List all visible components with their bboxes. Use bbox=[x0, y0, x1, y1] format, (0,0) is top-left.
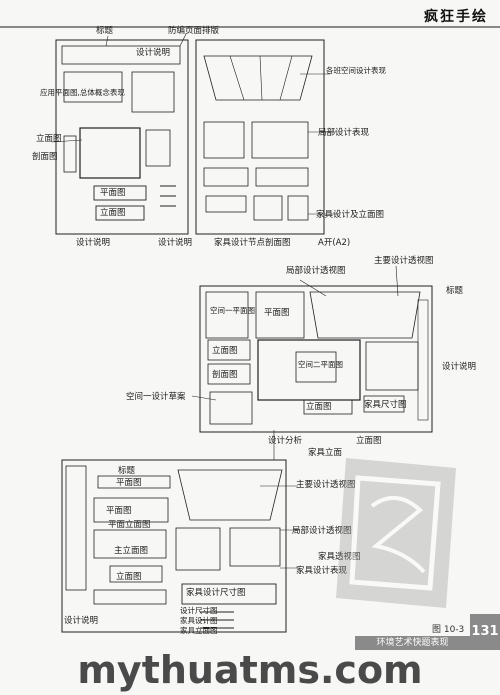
sheet2-frame bbox=[199, 285, 433, 433]
running-header-title: 疯狂手绘 bbox=[424, 9, 488, 25]
sheet3-elevation-a-label: 平面立面图 bbox=[108, 520, 151, 530]
sheet1-right-mid-label: 局部设计表现 bbox=[318, 128, 370, 138]
sheet3-bottom2-label: 家具设计图 bbox=[180, 616, 218, 625]
sheet2-room1-label: 空间一平面图 bbox=[210, 306, 255, 315]
sheet2-furniture-label: 家具尺寸图 bbox=[364, 400, 407, 410]
sheet1-bottom-left-label: 设计说明 bbox=[76, 238, 111, 248]
sheet1-elevation-inner-label: 立面图 bbox=[100, 208, 126, 218]
sheet3-bottom3-label: 家具立面图 bbox=[180, 626, 218, 635]
sheet3-right-view5-label: 家具透视图 bbox=[318, 552, 361, 562]
sheet2-main-view-label: 主要设计透视图 bbox=[374, 256, 434, 266]
sheet2-room2-label: 空间二平面图 bbox=[298, 360, 343, 369]
sheet3-plan-b-label: 平面图 bbox=[106, 506, 132, 516]
sheet2-elevation-label: 立面图 bbox=[212, 346, 238, 356]
sheet3-bottom-left-label: 设计说明 bbox=[64, 616, 99, 626]
sheet1-title-label: 标题 bbox=[96, 26, 114, 36]
sheet1-section-label: 剖面图 bbox=[32, 152, 58, 162]
sheet2-bottom-a-label: 设计分析 bbox=[268, 436, 303, 446]
sheet1-bottom-mid-label: 设计说明 bbox=[158, 238, 193, 248]
sheet1-bottom-right-label: 家具设计节点剖面图 bbox=[214, 238, 291, 248]
sheet3-elevation-b-label: 主立面图 bbox=[114, 546, 149, 556]
sheet2-overview-label: 局部设计透视图 bbox=[286, 266, 346, 276]
sheet1-right-bottom-label: 家具设计及立面图 bbox=[316, 210, 385, 220]
sheet2-design-label: 设计说明 bbox=[442, 362, 477, 372]
sheet1-rest-label: 防编页面排版 bbox=[168, 26, 220, 36]
header-rule bbox=[0, 26, 500, 28]
sheet2-bottom-c-label: 家具立面 bbox=[308, 448, 343, 458]
sheet3-right-view4-label: 家具设计尺寸图 bbox=[186, 588, 246, 598]
sheet1-elevation-label: 立面图 bbox=[36, 134, 62, 144]
sheet3-elevation-c-label: 立面图 bbox=[116, 572, 142, 582]
sheet2-elevation-lower-label: 立面图 bbox=[306, 402, 332, 412]
chapter-band: 环境艺术快题表现 bbox=[355, 636, 470, 650]
sheet1-design-label: 设计说明 bbox=[136, 48, 171, 58]
sheet1-size-label: A开(A2) bbox=[318, 238, 351, 248]
site-watermark: mythuatms.com bbox=[77, 648, 423, 692]
sheet3-right-view1-label: 主要设计透视图 bbox=[296, 480, 356, 490]
sheet3-plan-a-label: 平面图 bbox=[116, 478, 142, 488]
sheet1-right-top-label: 各班空间设计表现 bbox=[326, 66, 386, 75]
sheet3-right-view2-label: 局部设计透视图 bbox=[292, 526, 352, 536]
sheet1-plan-label: 平面图 bbox=[100, 188, 126, 198]
seal-stamp-icon bbox=[336, 458, 456, 608]
page-number: 131 bbox=[470, 614, 500, 650]
sheet2-title-label: 标题 bbox=[446, 286, 464, 296]
sheet1-left-frame bbox=[55, 39, 189, 235]
sheet2-section-label: 剖面图 bbox=[212, 370, 238, 380]
sheet2-left-note-label: 空间一设计草案 bbox=[126, 392, 186, 402]
sheet3-title-label: 标题 bbox=[118, 466, 136, 476]
sheet3-frame bbox=[61, 459, 287, 633]
figure-caption: 图 10-3 bbox=[432, 625, 465, 635]
sheet2-room1-plan-label: 平面图 bbox=[264, 308, 290, 318]
sheet1-plan-analysis-label: 应用平面图,总体概念表现 bbox=[40, 88, 125, 97]
sheet3-right-view3-label: 家具设计表现 bbox=[296, 566, 348, 576]
sheet3-bottom1-label: 设计尺寸图 bbox=[180, 606, 218, 615]
sheet2-bottom-b-label: 立面图 bbox=[356, 436, 382, 446]
sheet1-right-frame bbox=[195, 39, 325, 235]
